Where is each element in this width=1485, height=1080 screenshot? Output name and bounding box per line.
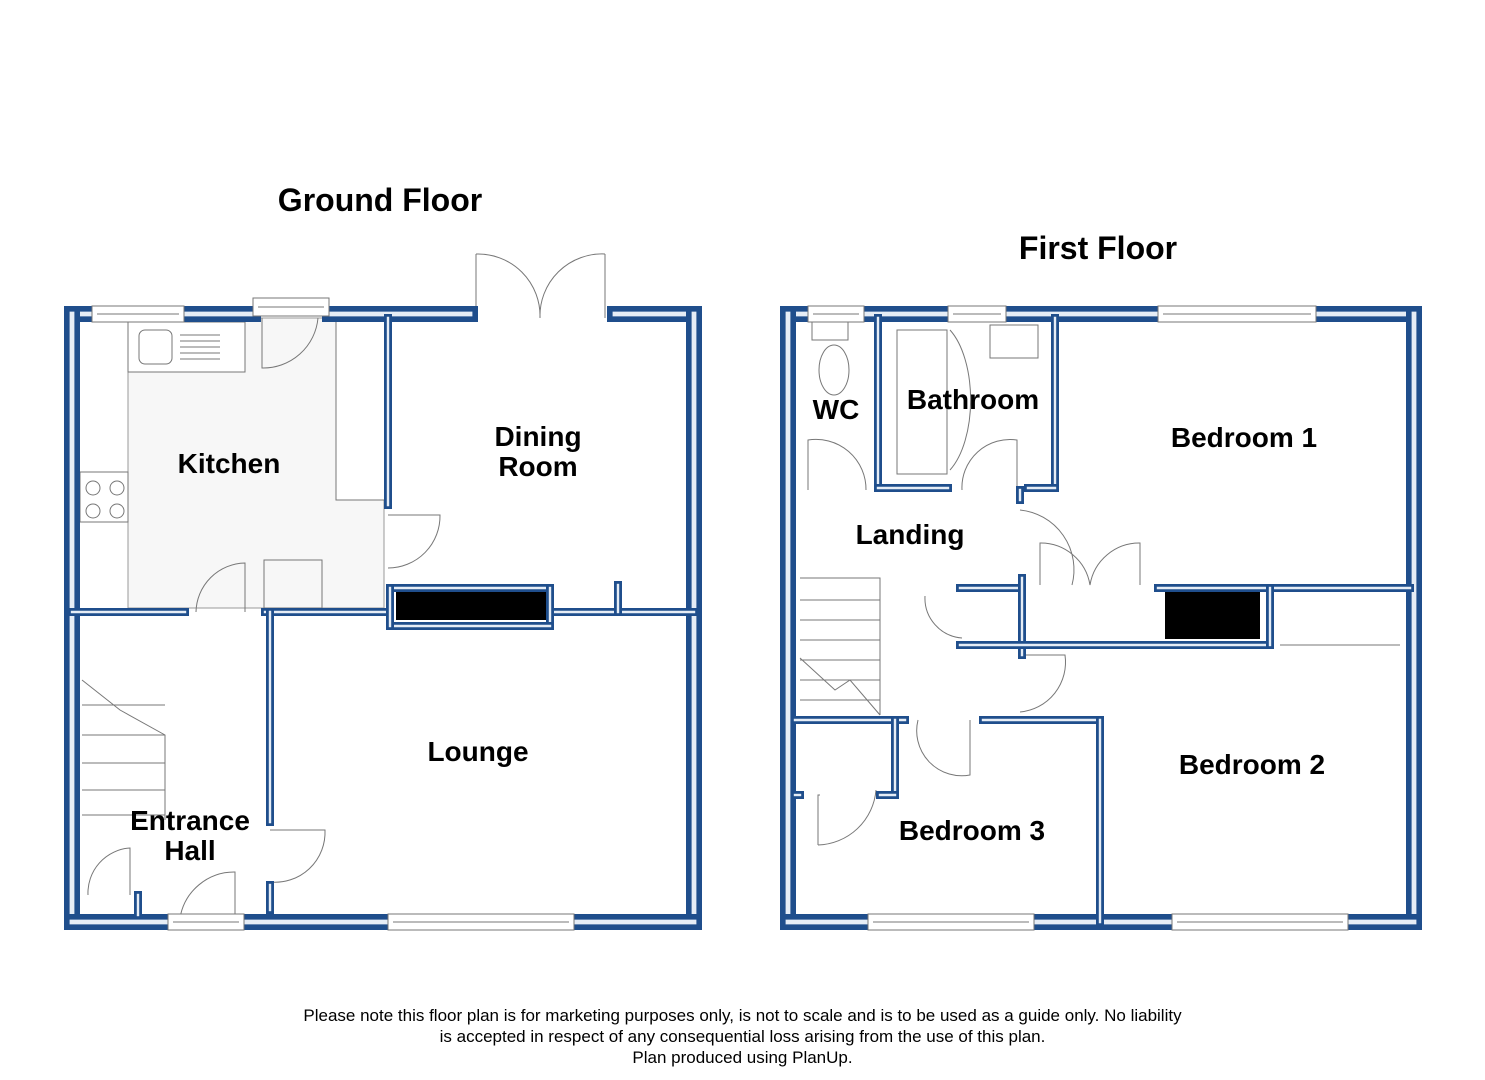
room-label-bedroom-2: Bedroom 2 xyxy=(1178,749,1326,780)
ground-floor-title: Ground Floor xyxy=(277,182,483,218)
disclaimer: Please note this floor plan is for marke… xyxy=(0,1005,1485,1068)
chimney-breast-ground xyxy=(396,592,546,620)
room-label-dining-room: Dining Room xyxy=(494,421,582,482)
room-label-kitchen: Kitchen xyxy=(177,448,281,479)
room-label-bedroom-1: Bedroom 1 xyxy=(1170,422,1318,453)
disclaimer-line-1: Please note this floor plan is for marke… xyxy=(303,1006,1182,1025)
room-label-landing: Landing xyxy=(855,519,965,550)
room-label-wc: WC xyxy=(812,394,860,425)
room-label-lounge: Lounge xyxy=(427,736,529,767)
chimney-breast-first xyxy=(1165,592,1260,639)
first-floor-title: First Floor xyxy=(1018,230,1178,266)
room-label-bathroom: Bathroom xyxy=(906,384,1040,415)
disclaimer-line-2: is accepted in respect of any consequent… xyxy=(439,1027,1046,1046)
disclaimer-line-3: Plan produced using PlanUp. xyxy=(632,1048,853,1067)
room-label-entrance-hall: Entrance Hall xyxy=(130,805,250,866)
room-label-bedroom-3: Bedroom 3 xyxy=(898,815,1046,846)
